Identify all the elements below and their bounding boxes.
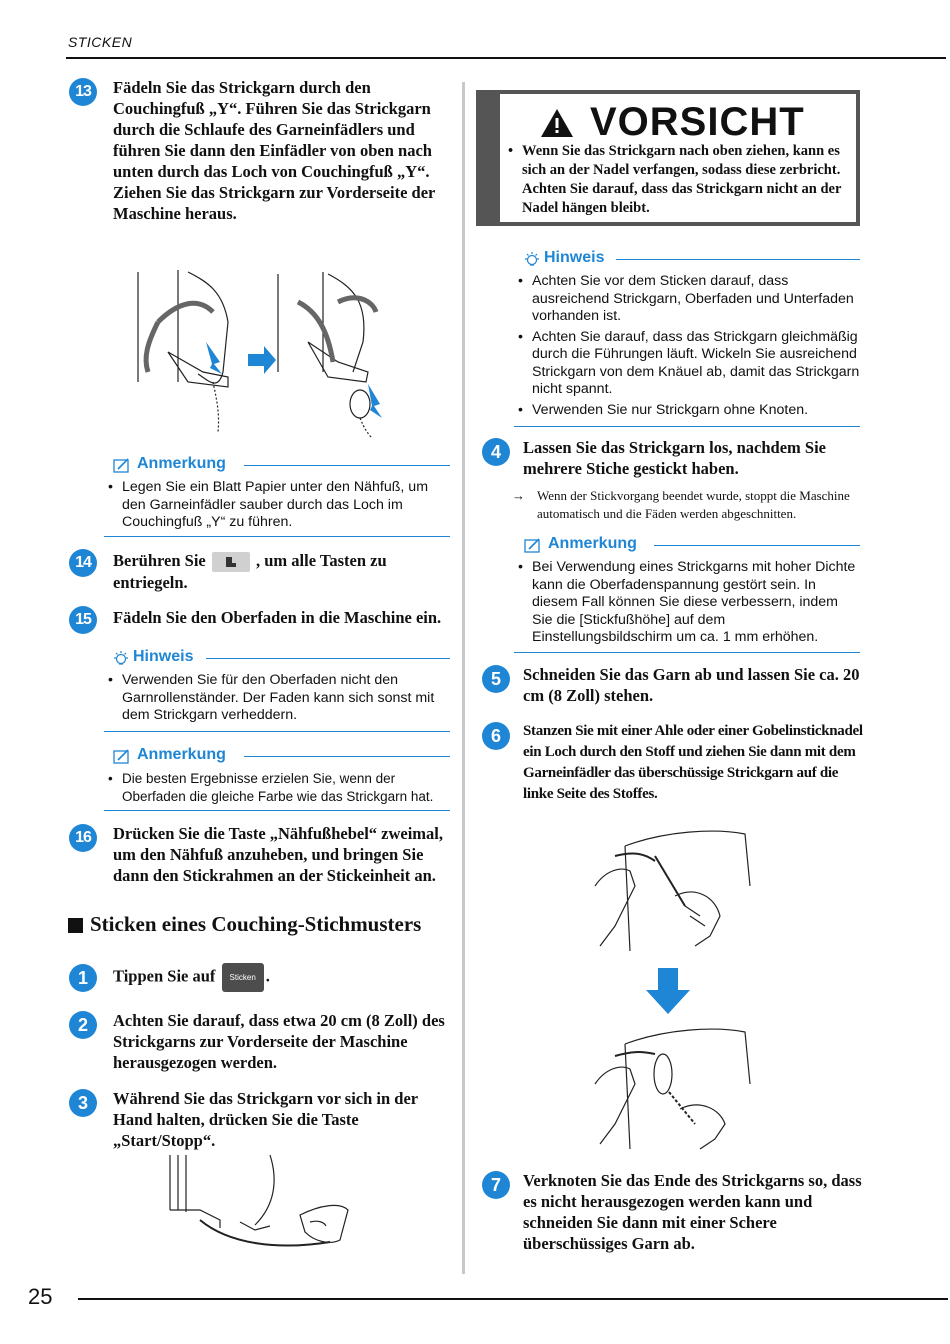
result-arrow-icon: →: [512, 488, 525, 503]
step-4-badge: 4: [482, 438, 510, 466]
hint-rule: [616, 259, 860, 260]
note-title: Anmerkung: [548, 535, 637, 552]
step-2-text: Achten Sie darauf, dass etwa 20 cm (8 Zo…: [113, 1011, 445, 1072]
sticken-button[interactable]: Sticken: [221, 963, 264, 992]
running-header: STICKEN: [68, 34, 133, 50]
hint-title: Hinweis: [133, 648, 194, 665]
hint-rule: [104, 731, 450, 732]
note-title: Anmerkung: [137, 746, 226, 763]
note-title: Anmerkung: [137, 455, 226, 472]
list-item: Achten Sie darauf, dass das Strickgarn g…: [516, 329, 862, 399]
list-item: Die besten Ergebnisse erzielen Sie, wenn…: [106, 770, 452, 805]
footer-rule: [78, 1298, 948, 1300]
step-5-badge: 5: [482, 665, 510, 693]
step-14-text-after: , um alle Tasten zu entriegeln.: [113, 551, 387, 593]
hint-2-list: Achten Sie vor dem Sticken darauf, dass …: [516, 273, 862, 422]
note-3-list: Bei Verwendung eines Strickgarns mit hoh…: [516, 559, 862, 650]
step-1-text-after: .: [265, 966, 270, 986]
step-2-badge: 2: [69, 1011, 97, 1039]
step-7-badge: 7: [482, 1171, 510, 1199]
note-pencil-icon: [113, 458, 129, 473]
step-3-text: Während Sie das Strickgarn vor sich in d…: [113, 1089, 418, 1150]
hint-lightbulb-icon: [525, 252, 539, 266]
threading-illustration: [137, 270, 382, 439]
hint-rule: [514, 426, 860, 427]
down-arrow-icon: [646, 968, 690, 1014]
note-rule: [104, 536, 450, 537]
step-4-text: Lassen Sie das Strickgarn los, nachdem S…: [523, 438, 826, 478]
step-1-badge: 1: [69, 964, 97, 992]
unlock-icon: [211, 552, 250, 573]
step-3-badge: 3: [69, 1089, 97, 1117]
step-16-badge: 16: [69, 824, 97, 852]
hint-lightbulb-icon: [114, 651, 128, 665]
list-item: Verwenden Sie nur Strickgarn ohne Knoten…: [516, 402, 862, 420]
holding-yarn-illustration: [169, 1154, 349, 1247]
caution-inner: VORSICHT Wenn Sie das Strickgarn nach ob…: [500, 94, 856, 222]
list-item: Legen Sie ein Blatt Papier unter den Näh…: [106, 479, 452, 532]
awl-piercing-illustration: [594, 830, 751, 952]
note-rule: [514, 652, 860, 653]
step-14-text: Berühren Sie , um alle Tasten zu entrieg…: [113, 550, 463, 593]
caution-box: VORSICHT Wenn Sie das Strickgarn nach ob…: [476, 90, 860, 226]
step-5-text: Schneiden Sie das Garn ab und lassen Sie…: [523, 665, 860, 705]
step-13-text: Fädeln Sie das Strickgarn durch den Couc…: [113, 78, 436, 223]
hint-rule: [206, 658, 450, 659]
step-1-text-before: Tippen Sie auf: [113, 966, 216, 986]
note-rule: [104, 810, 450, 811]
note-rule: [244, 465, 450, 466]
step-14-text-before: Berühren Sie: [113, 551, 206, 570]
step-13-badge: 13: [69, 78, 97, 106]
step-15-badge: 15: [69, 606, 97, 634]
column-divider: [462, 82, 465, 1274]
note-1-list: Legen Sie ein Blatt Papier unter den Näh…: [106, 479, 452, 535]
step-1-text: Tippen Sie auf Sticken.: [113, 963, 453, 992]
step-7-text: Verknoten Sie das Ende des Strickgarns s…: [523, 1171, 862, 1253]
caution-list: Wenn Sie das Strickgarn nach oben ziehen…: [506, 142, 856, 221]
step-14-badge: 14: [69, 549, 97, 577]
note-rule: [654, 545, 860, 546]
list-item: Achten Sie vor dem Sticken darauf, dass …: [516, 273, 862, 326]
threader-pulling-illustration: [594, 1028, 751, 1150]
step-6-text: Stanzen Sie mit einer Ahle oder einer Go…: [523, 723, 863, 802]
hint-1-list: Verwenden Sie für den Oberfaden nicht de…: [106, 672, 452, 728]
hint-title: Hinweis: [544, 249, 605, 266]
note-pencil-icon: [113, 749, 129, 764]
note-2-list: Die besten Ergebnisse erzielen Sie, wenn…: [106, 770, 452, 808]
step-4-result: Wenn der Stickvorgang beendet wurde, sto…: [537, 488, 850, 521]
page-number: 25: [28, 1284, 53, 1309]
section-title: Sticken eines Couching-Stichmusters: [90, 912, 422, 936]
step-16-text: Drücken Sie die Taste „Nähfußhebel“ zwei…: [113, 824, 444, 885]
header-rule: [66, 57, 946, 59]
caution-title: VORSICHT: [590, 100, 805, 144]
note-rule: [244, 756, 450, 757]
warning-triangle-icon: [541, 109, 573, 137]
section-square-icon: [68, 918, 83, 933]
step-15-text: Fädeln Sie den Oberfaden in die Maschine…: [113, 608, 442, 627]
step-6-badge: 6: [482, 722, 510, 750]
note-pencil-icon: [524, 538, 540, 553]
list-item: Wenn Sie das Strickgarn nach oben ziehen…: [506, 142, 856, 218]
list-item: Bei Verwendung eines Strickgarns mit hoh…: [516, 559, 862, 647]
list-item: Verwenden Sie für den Oberfaden nicht de…: [106, 672, 452, 725]
